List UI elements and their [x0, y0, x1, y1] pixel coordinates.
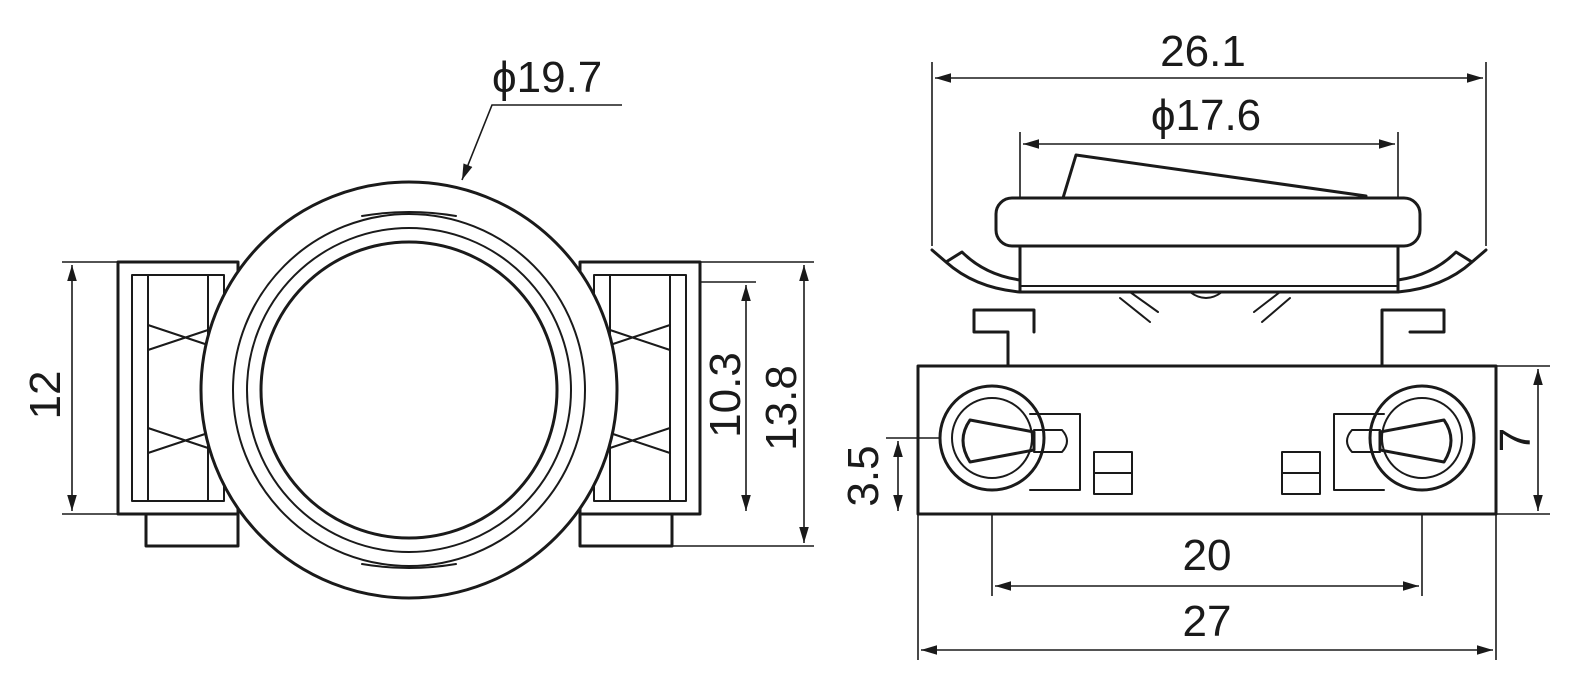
front-overall-height-label: 13.8: [757, 365, 806, 451]
rocker-actuator: [1061, 153, 1368, 200]
side-dimensions: 26.1 ϕ17.6 3.5 7 20 27: [839, 27, 1550, 660]
terminal-spacing-label: 20: [1183, 531, 1232, 580]
front-dimensions: ϕ19.7 12 10.3 13.8: [21, 53, 814, 547]
side-rocker-diameter-label: ϕ17.6: [1151, 91, 1261, 140]
front-view: [116, 180, 702, 600]
left-terminal: [938, 384, 1133, 495]
side-overall-width-label: 26.1: [1160, 27, 1246, 76]
front-inner-height-label: 10.3: [701, 352, 750, 438]
front-round-bezel: [199, 180, 619, 600]
block-height-label: 7: [1491, 428, 1540, 452]
switch-body: [1018, 244, 1400, 294]
left-snap-clip: [930, 248, 1022, 294]
base-width-label: 27: [1183, 597, 1232, 646]
terminal-block: [916, 364, 1498, 516]
terminal-height-label: 3.5: [839, 445, 888, 506]
switch-cap: [994, 196, 1422, 248]
right-terminal: [1281, 384, 1476, 495]
front-diameter-label: ϕ19.7: [492, 53, 602, 102]
front-height-label: 12: [21, 371, 70, 420]
right-snap-clip: [1396, 248, 1488, 294]
side-view: [916, 153, 1498, 516]
